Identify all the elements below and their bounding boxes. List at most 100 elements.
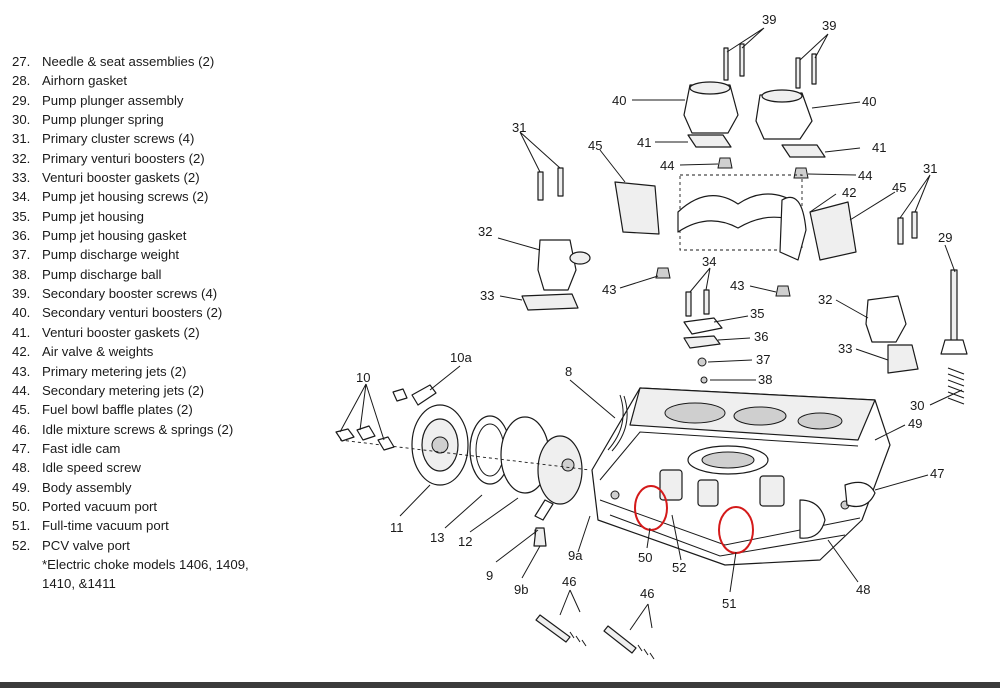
- callout-12: 12: [458, 534, 472, 549]
- legend-item-label: Body assembly: [42, 479, 132, 495]
- legend-item-number: 39.: [12, 286, 31, 302]
- callout-52: 52: [672, 560, 686, 575]
- legend-item-label: Idle mixture screws & springs (2): [42, 421, 234, 437]
- legend-item-label: Fast idle cam: [42, 440, 121, 456]
- legend-item: 31.Primary cluster screws (4): [12, 129, 312, 148]
- callout-44-right: 44: [858, 168, 872, 183]
- legend-item: 50. Ported vacuum port: [12, 497, 312, 516]
- legend-item: 32.Primary venturi boosters (2): [12, 149, 312, 168]
- legend-item-number: 34.: [12, 189, 31, 205]
- callout-32-left: 32: [478, 224, 492, 239]
- legend-item: 45. Fuel bowl baffle plates (2): [12, 400, 312, 419]
- legend-item-number: 44.: [12, 382, 31, 398]
- callout-9: 9: [486, 568, 493, 583]
- legend-item: 44. Secondary metering jets (2): [12, 381, 312, 400]
- legend-item-number: 50.: [12, 498, 31, 514]
- legend-item: 30.Pump plunger spring: [12, 110, 312, 129]
- callout-51: 51: [722, 596, 736, 611]
- air-valve-and-baffles: [614, 174, 857, 261]
- callout-49: 49: [908, 416, 922, 431]
- legend-item-label: Primary metering jets (2): [42, 363, 187, 379]
- callout-11: 11: [390, 520, 404, 535]
- primary-venturi-boosters: [521, 167, 919, 374]
- legend-item-label: Venturi booster gaskets (2): [42, 324, 200, 340]
- callout-40-left: 40: [612, 93, 626, 108]
- legend-note: 1410, &1411: [42, 576, 116, 592]
- callout-39-left: 39: [762, 12, 776, 27]
- legend-item: 51.Full-time vacuum port: [12, 516, 312, 535]
- legend-item-number: 46.: [12, 421, 31, 437]
- callout-39-right: 39: [822, 18, 836, 33]
- callout-43-left: 43: [602, 282, 616, 297]
- legend-item-label: Full-time vacuum port: [42, 518, 169, 534]
- callout-9b: 9b: [514, 582, 528, 597]
- ported-vacuum-highlight: [634, 485, 668, 531]
- callout-numbers: 39 39 40 40 41 41 31 31 45 45 44 44 42 3…: [356, 12, 952, 611]
- legend-item-label: Secondary booster screws (4): [42, 286, 218, 302]
- legend-item: 33.Venturi booster gaskets (2): [12, 168, 312, 187]
- pump-plunger: [940, 269, 968, 405]
- legend-item: 29.Pump plunger assembly: [12, 91, 312, 110]
- legend-item-label: Needle & seat assemblies (2): [42, 54, 215, 69]
- legend-item: 39. Secondary booster screws (4): [12, 284, 312, 303]
- callout-32-right: 32: [818, 292, 832, 307]
- legend-item: 46. Idle mixture screws & springs (2): [12, 420, 312, 439]
- legend-note: *Electric choke models 1406, 1409,: [42, 556, 249, 572]
- legend-item-number: 49.: [12, 479, 31, 495]
- callout-29: 29: [938, 230, 952, 245]
- legend-item: 48.Idle speed screw: [12, 458, 312, 477]
- legend-item-label: Ported vacuum port: [42, 498, 158, 514]
- bottom-border-bar: [0, 682, 1000, 688]
- legend-item-number: 37.: [12, 247, 31, 263]
- legend-item-number: 29.: [12, 92, 31, 108]
- callout-45-left: 45: [588, 138, 602, 153]
- legend-item-label: Idle speed screw: [42, 460, 141, 476]
- legend-item: 52.PCV valve port: [12, 536, 312, 555]
- legend-item-label: Airhorn gasket: [42, 73, 128, 89]
- legend-item-number: 27.: [12, 54, 31, 69]
- legend-item: 38. Pump discharge ball: [12, 265, 312, 284]
- callout-48: 48: [856, 582, 870, 597]
- legend-item-number: 42.: [12, 344, 31, 360]
- callout-46-right: 46: [640, 586, 654, 601]
- body-assembly: [591, 387, 891, 566]
- legend-item: 49. Body assembly: [12, 478, 312, 497]
- callout-36: 36: [754, 329, 768, 344]
- pump-jet-housing: [683, 289, 723, 384]
- callout-46-left: 46: [562, 574, 576, 589]
- legend-item-label: Primary venturi boosters (2): [42, 150, 205, 166]
- legend-item: 27. Needle & seat assemblies (2): [12, 52, 312, 71]
- legend-item-label: Pump discharge ball: [42, 266, 162, 282]
- legend-item-label: Pump discharge weight: [42, 247, 180, 263]
- legend-item-number: 45.: [12, 402, 31, 418]
- legend-item: 36.Pump jet housing gasket: [12, 226, 312, 245]
- callout-13: 13: [430, 530, 444, 545]
- legend-item: 40. Secondary venturi boosters (2): [12, 303, 312, 322]
- legend-item-number: 28.: [12, 73, 31, 89]
- callout-35: 35: [750, 306, 764, 321]
- callout-42: 42: [842, 185, 856, 200]
- callout-10a: 10a: [450, 350, 472, 365]
- callout-43-right: 43: [730, 278, 744, 293]
- legend-item-number: 40.: [12, 305, 31, 321]
- legend-item-number: 38.: [12, 266, 31, 282]
- legend-item: 42.Air valve & weights: [12, 342, 312, 361]
- legend-item-number: 41.: [12, 324, 31, 340]
- legend-item: 41. Venturi booster gaskets (2): [12, 323, 312, 342]
- legend-item-label: Secondary metering jets (2): [42, 382, 204, 398]
- callout-47: 47: [930, 466, 944, 481]
- legend-item-label: Fuel bowl baffle plates (2): [42, 402, 193, 418]
- callout-38: 38: [758, 372, 772, 387]
- callout-8: 8: [565, 364, 572, 379]
- callout-30: 30: [910, 398, 924, 413]
- callout-37: 37: [756, 352, 770, 367]
- choke-housing-cluster: [339, 404, 591, 545]
- legend-item-label: Secondary venturi boosters (2): [42, 305, 223, 321]
- legend-item-number: 43.: [12, 363, 31, 379]
- legend-item: 34.Pump jet housing screws (2): [12, 187, 312, 206]
- legend-item: 28. Airhorn gasket: [12, 71, 312, 90]
- legend-item-number: 47.: [12, 440, 31, 456]
- legend-item-number: 33.: [12, 170, 31, 186]
- legend-item-label: Pump jet housing: [42, 208, 144, 224]
